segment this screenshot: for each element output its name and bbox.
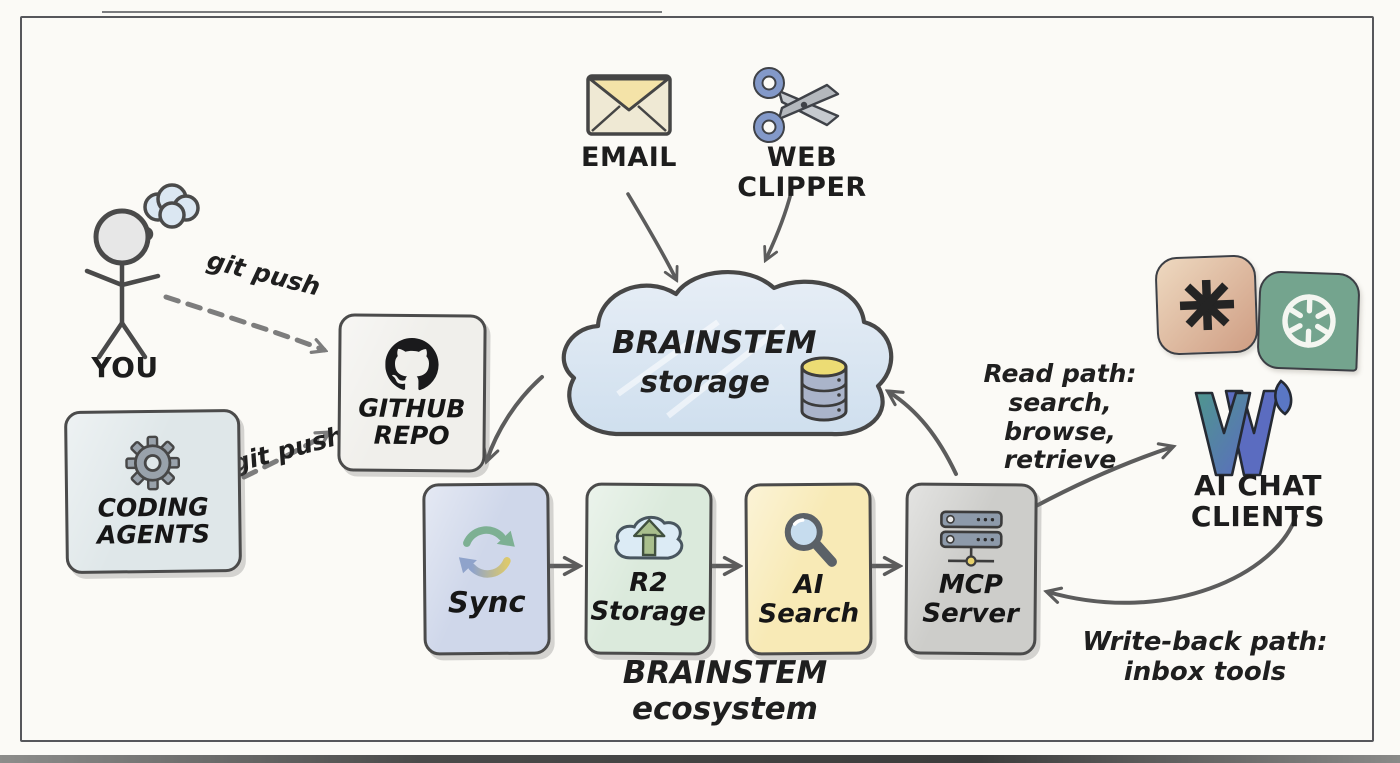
arrow-you-git-push — [163, 294, 324, 350]
github-repo-label-1: GITHUB — [358, 393, 466, 423]
read-path-annotation: Read path: search, browse, retrieve — [955, 359, 1165, 475]
r2-storage-node: R2 Storage — [584, 482, 713, 656]
database-icon — [800, 356, 848, 422]
arrow-read-path — [1034, 447, 1172, 508]
coding-agents-label-1: CODING — [97, 492, 209, 523]
email-label: EMAIL — [581, 142, 677, 173]
openai-icon — [1256, 270, 1361, 372]
you-label: YOU — [91, 351, 159, 384]
arrow-agents-git-push — [241, 433, 328, 480]
claude-asterisk-icon — [1154, 254, 1259, 356]
ai-search-node: AI Search — [744, 482, 873, 656]
sync-arrows-icon — [458, 526, 515, 578]
write-back-line-2: inbox tools — [1123, 656, 1287, 687]
cloud-upload-icon — [613, 516, 683, 561]
ai-chat-clients-label-1: AI CHAT — [1194, 469, 1322, 502]
github-repo-label-2: REPO — [373, 420, 450, 450]
magnifier-icon — [784, 513, 837, 568]
stick-figure-icon — [84, 183, 200, 360]
write-back-line-1: Write-back path: — [1082, 627, 1328, 657]
ai-search-label-1: AI — [793, 570, 824, 601]
r2-label-2: Storage — [590, 596, 707, 627]
mcp-label-2: Server — [922, 598, 1020, 629]
github-octocat-icon — [385, 337, 439, 390]
write-back-annotation: Write-back path: inbox tools — [1055, 627, 1355, 688]
coding-agents-label-2: AGENTS — [96, 519, 211, 550]
arrow-mcp-to-cloud — [889, 392, 958, 476]
gear-icon — [125, 435, 181, 491]
server-rack-icon — [939, 510, 1003, 568]
ecosystem-caption: BRAINSTEM ecosystem — [622, 655, 828, 727]
w-drop-logo-icon — [1194, 379, 1293, 477]
web-clipper-label: WEB CLIPPER — [737, 142, 867, 204]
ai-chat-clients-label-2: CLIENTS — [1190, 500, 1326, 534]
ai-chat-clients-label: AI CHAT CLIENTS — [1168, 470, 1348, 533]
cloud-title: BRAINSTEM — [612, 325, 817, 361]
ai-search-label-2: Search — [758, 598, 860, 629]
arrow-cloud-to-sync — [487, 375, 544, 460]
read-path-line-2: search, browse, — [1004, 387, 1116, 446]
sync-label: Sync — [447, 584, 526, 620]
photo-bottom-edge — [0, 755, 1400, 763]
envelope-icon — [586, 74, 672, 136]
r2-label-1: R2 — [629, 568, 668, 599]
scissors-icon — [753, 67, 840, 143]
read-path-line-1: Read path: — [983, 359, 1137, 388]
arrow-clipper-to-cloud — [766, 191, 793, 259]
arrow-email-to-cloud — [626, 192, 676, 279]
read-path-line-3: retrieve — [1003, 445, 1117, 475]
coding-agents-node: CODING AGENTS — [64, 408, 242, 575]
arrow-write-back — [1048, 514, 1298, 605]
mcp-server-node: MCP Server — [904, 482, 1038, 656]
github-repo-node: GITHUB REPO — [337, 313, 487, 473]
cloud-subtitle: storage — [640, 365, 770, 400]
sync-node: Sync — [422, 482, 551, 656]
mcp-label-1: MCP — [938, 570, 1003, 601]
